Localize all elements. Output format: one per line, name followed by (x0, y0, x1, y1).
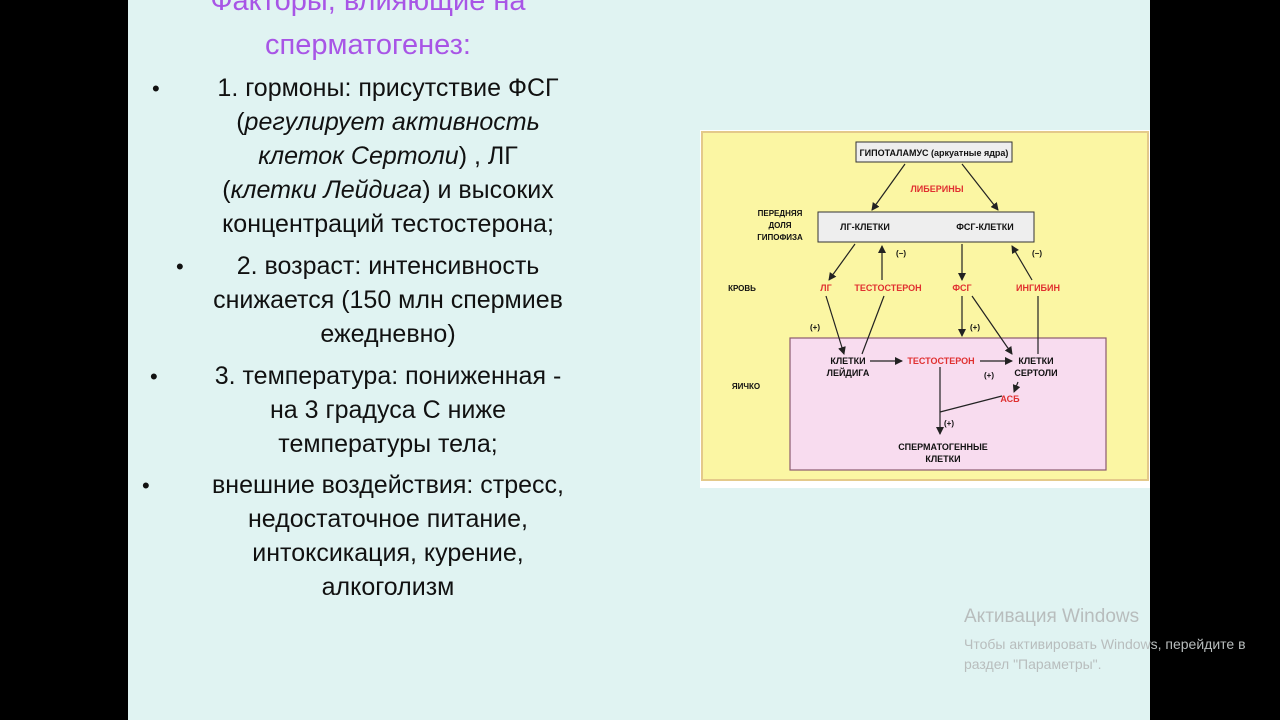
slide-title-line1: Факторы, влияющие на (210, 0, 526, 17)
list-item-external-factors: внешние воздействия: стресс, недостаточно… (128, 468, 648, 604)
fsh-cells-label: ФСГ-КЛЕТКИ (956, 222, 1014, 232)
bullet-marker: • (142, 473, 150, 498)
sperm-cells-label-2: КЛЕТКИ (925, 454, 960, 464)
pituitary-label-3: ГИПОФИЗА (757, 233, 803, 242)
list-line: 3. температура: пониженная - (128, 359, 648, 393)
sertoli-label-2: СЕРТОЛИ (1014, 368, 1057, 378)
text: внешние воздействия: стресс, (212, 471, 564, 499)
pituitary-label-2: ДОЛЯ (768, 221, 791, 230)
abp-label: АСБ (1000, 394, 1020, 404)
list-line: клеток Сертоли) , ЛГ (128, 139, 648, 173)
text: ( (222, 176, 231, 204)
text: на 3 градуса С ниже (270, 396, 506, 424)
text: алкоголизм (321, 573, 455, 601)
pituitary-label-1: ПЕРЕДНЯЯ (758, 209, 803, 218)
text: ) и высоких (422, 176, 554, 204)
pituitary-box (817, 211, 1035, 243)
list-line: на 3 градуса С ниже (128, 393, 648, 427)
list-line: (регулирует активность (128, 105, 648, 139)
blood-label: КРОВЬ (728, 284, 756, 293)
list-line: температуры тела; (128, 427, 648, 461)
inhibin-label: ИНГИБИН (1016, 283, 1060, 293)
minus-sign: (−) (896, 249, 906, 258)
sperm-cells-label-1: СПЕРМАТОГЕННЫЕ (898, 442, 988, 452)
italic-text: клетки Лейдига (230, 176, 423, 204)
list-line: (клетки Лейдига) и высоких (128, 173, 648, 207)
liberins-label: ЛИБЕРИНЫ (910, 184, 963, 194)
hormonal-regulation-diagram: ГИПОТАЛАМУС (аркуатные ядра) ЛИБЕРИНЫ ПЕ… (700, 130, 1150, 488)
text: интоксикация, курение, (252, 539, 524, 567)
list-line: снижается (150 млн спермиев (128, 283, 648, 317)
text: температуры тела; (278, 430, 498, 458)
leydig-label-2: ЛЕЙДИГА (827, 367, 870, 378)
list-item-hormones: 1. гормоны: присутствие ФСГ(регулирует а… (128, 71, 648, 241)
list-line: недостаточное питание, (128, 502, 648, 536)
text: ежедневно) (320, 320, 456, 348)
text: ) , ЛГ (458, 142, 518, 170)
testosterone-blood-label: ТЕСТОСТЕРОН (854, 283, 921, 293)
text: концентраций тестостерона; (222, 210, 554, 238)
list-line: 1. гормоны: присутствие ФСГ (128, 71, 648, 105)
text: 2. возраст: интенсивность (236, 252, 540, 280)
list-line: концентраций тестостерона; (128, 207, 648, 241)
watermark-line2: раздел "Параметры". (964, 656, 1102, 672)
lh-cells-label: ЛГ-КЛЕТКИ (840, 222, 890, 232)
list-line: 2. возраст: интенсивность (128, 249, 648, 283)
list-item-temperature: 3. температура: пониженная - на 3 градуса… (128, 359, 648, 461)
watermark-title: Активация Windows (964, 606, 1140, 627)
plus-sign: (+) (970, 323, 980, 332)
text: 1. гормоны: присутствие ФСГ (217, 74, 559, 102)
text: недостаточное питание, (248, 505, 528, 533)
text: 3. температура: пониженная - (214, 362, 562, 390)
list-item-age: 2. возраст: интенсивность снижается (150 … (128, 249, 648, 351)
list-line: внешние воздействия: стресс, (128, 468, 648, 502)
bullet-marker: • (150, 364, 158, 389)
plus-sign: (+) (944, 419, 954, 428)
italic-text: регулирует активность (244, 108, 540, 136)
sertoli-label-1: КЛЕТКИ (1018, 356, 1053, 366)
fsh-label: ФСГ (952, 283, 971, 293)
hypothalamus-box (855, 141, 1013, 163)
list-line: интоксикация, курение, (128, 536, 648, 570)
watermark-line1: Чтобы активировать Windows, перейдите в (964, 636, 1246, 652)
diagram-arrows (825, 163, 1039, 435)
testosterone-testis-label: ТЕСТОСТЕРОН (907, 356, 974, 366)
testis-label: ЯИЧКО (732, 382, 760, 391)
text: ( (236, 108, 245, 136)
plus-sign: (+) (984, 371, 994, 380)
italic-text: клеток Сертоли (258, 142, 459, 170)
hypothalamus-label: ГИПОТАЛАМУС (аркуатные ядра) (860, 148, 1009, 158)
list-line: ежедневно) (128, 317, 648, 351)
list-line: алкоголизм (128, 570, 648, 604)
windows-activation-watermark: Активация Windows Чтобы активировать Win… (964, 606, 1246, 674)
plus-sign: (+) (810, 323, 820, 332)
testis-panel (789, 337, 1107, 471)
leydig-label-1: КЛЕТКИ (830, 356, 865, 366)
minus-sign: (−) (1032, 249, 1042, 258)
bullet-marker: • (176, 254, 184, 279)
bullet-marker: • (152, 76, 160, 101)
text: снижается (150 млн спермиев (213, 286, 563, 314)
lh-label: ЛГ (820, 283, 831, 293)
slide-title-line2: сперматогенез: (265, 29, 471, 61)
